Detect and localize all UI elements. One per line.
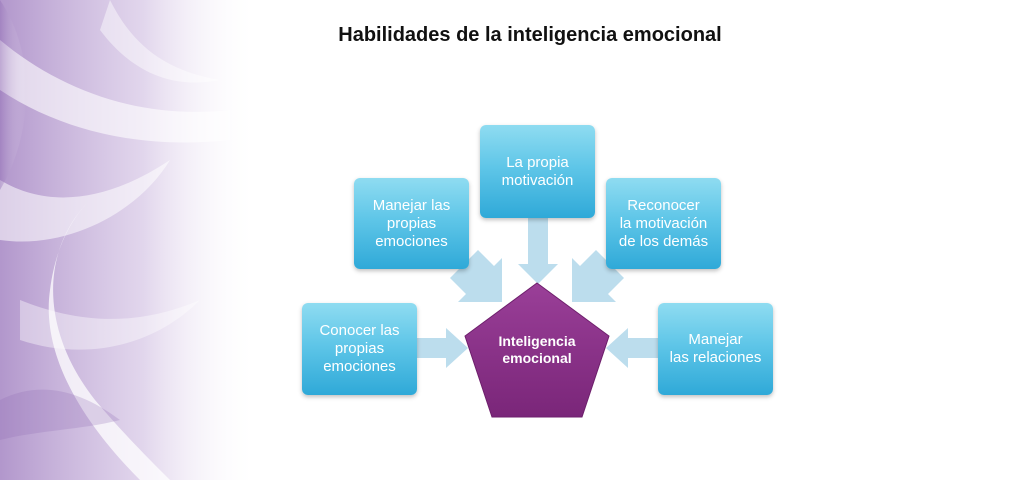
box-text-line: de los demás xyxy=(618,232,709,250)
box-text-line: Reconocer xyxy=(627,196,700,214)
center-label: Inteligencia emocional xyxy=(472,333,602,367)
box-text-line: La propia xyxy=(506,153,569,171)
box-text-line: Conocer las xyxy=(319,322,400,339)
decorative-swirl xyxy=(0,0,260,480)
box-la-propia-motivacion: La propia motivación xyxy=(480,125,595,218)
center-label-line: Inteligencia xyxy=(498,333,576,349)
box-text-line: emociones xyxy=(375,232,448,250)
arrow-from-left xyxy=(416,328,468,368)
box-text-line: propias xyxy=(386,214,437,232)
arrow-from-right xyxy=(606,328,658,368)
box-text-line: motivación xyxy=(501,171,574,189)
arrow-from-upper-right xyxy=(572,250,624,302)
arrow-from-upper-left xyxy=(450,250,502,302)
box-text-line: propias xyxy=(334,340,385,357)
box-text-line: Manejar xyxy=(688,331,743,348)
box-text-line: las relaciones xyxy=(669,349,762,366)
center-label-line: emocional xyxy=(502,350,572,366)
arrow-from-top xyxy=(518,218,558,284)
box-text-line: la motivación xyxy=(619,214,708,232)
box-manejar-relaciones: Manejar las relaciones xyxy=(658,303,773,395)
box-conocer-propias-emociones: Conocer las propias emociones xyxy=(302,303,417,395)
page-title: Habilidades de la inteligencia emocional xyxy=(338,24,722,46)
center-pentagon xyxy=(464,282,610,418)
box-reconocer-motivacion-demas: Reconocer la motivación de los demás xyxy=(606,178,721,269)
box-text-line: emociones xyxy=(323,358,396,375)
box-text-line: Manejar las xyxy=(372,196,451,214)
box-manejar-propias-emociones: Manejar las propias emociones xyxy=(354,178,469,269)
